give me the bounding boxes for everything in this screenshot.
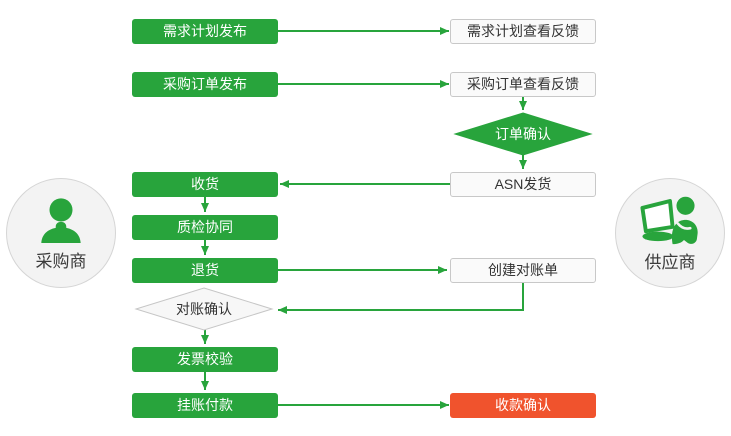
node-invoice-check: 发票校验 xyxy=(132,347,278,372)
node-po-feedback: 采购订单查看反馈 xyxy=(450,72,596,97)
node-po-publish: 采购订单发布 xyxy=(132,72,278,97)
node-create-statement: 创建对账单 xyxy=(450,258,596,283)
node-asn-ship: ASN发货 xyxy=(450,172,596,197)
node-receiving: 收货 xyxy=(132,172,278,197)
node-receipt-confirm: 收款确认 xyxy=(450,393,596,418)
person-icon xyxy=(41,198,81,244)
node-demand-plan-feedback: 需求计划查看反馈 xyxy=(450,19,596,44)
decision-statement-confirm-label: 对账确认 xyxy=(176,301,232,317)
decision-order-confirm-shape xyxy=(453,112,593,156)
actor-buyer-label: 采购商 xyxy=(35,252,87,271)
arrow-statement-to-confirm-elbow xyxy=(278,283,524,314)
node-quality-collab: 质检协同 xyxy=(132,215,278,240)
decision-statement-confirm-shape xyxy=(134,287,274,331)
person-laptop-icon xyxy=(640,196,698,245)
decision-order-confirm-label: 订单确认 xyxy=(495,126,551,142)
actor-supplier-label: 供应商 xyxy=(644,253,696,272)
node-returns: 退货 xyxy=(132,258,278,283)
node-demand-plan-publish: 需求计划发布 xyxy=(132,19,278,44)
node-book-payment: 挂账付款 xyxy=(132,393,278,418)
actor-buyer: 采购商 xyxy=(6,178,116,288)
actor-supplier: 供应商 xyxy=(615,178,725,288)
